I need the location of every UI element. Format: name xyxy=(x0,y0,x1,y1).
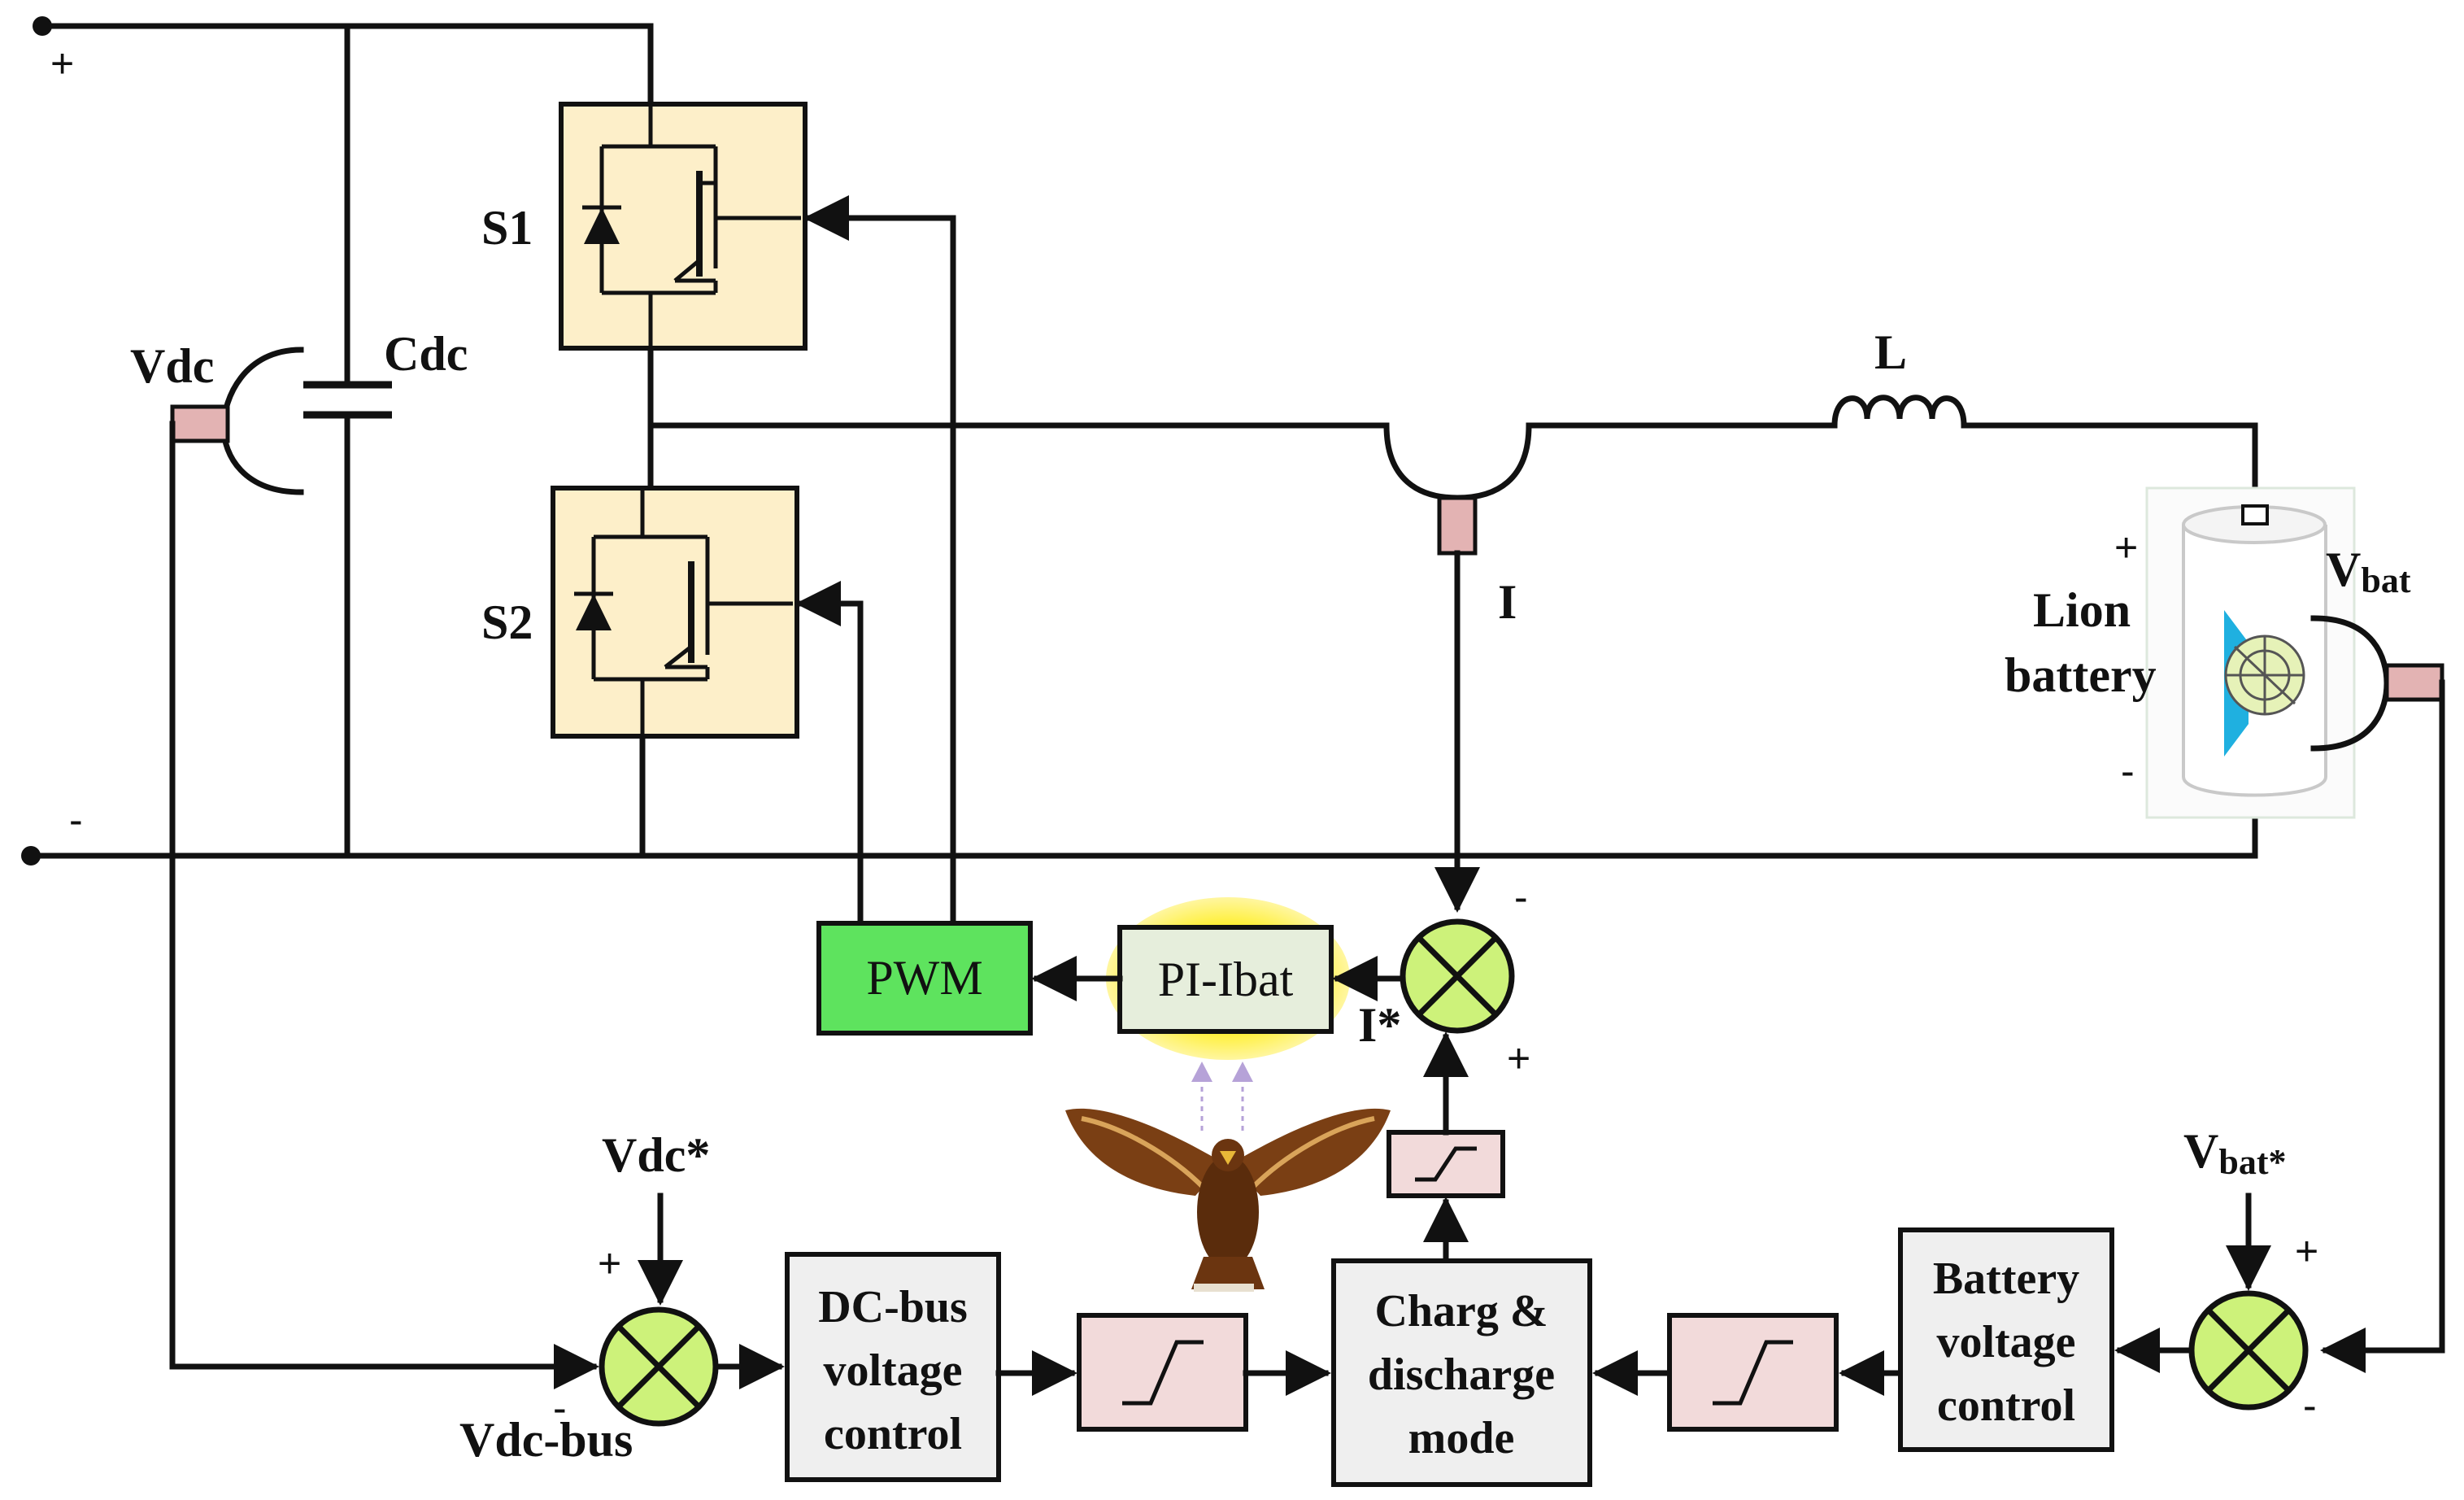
bottom-minus-sign: - xyxy=(69,797,83,843)
dc-ctrl-line3: control xyxy=(824,1409,962,1459)
vdc-label: Vdc xyxy=(130,339,214,393)
current-sensor-icon xyxy=(1383,422,1532,913)
battery-minus-sign: - xyxy=(2121,748,2135,794)
vbat-star-label: Vbat* xyxy=(2183,1124,2286,1182)
battery-voltage-control-block: Battery voltage control xyxy=(1898,1227,2114,1452)
s1-label: S1 xyxy=(481,201,533,255)
bat-summer-plus: + xyxy=(2295,1228,2318,1274)
current-label: I xyxy=(1498,575,1517,629)
dc-summer-plus: + xyxy=(598,1241,621,1286)
capacitor-icon xyxy=(303,381,392,471)
bat-summer-minus: - xyxy=(2303,1383,2317,1428)
current-summer-minus: - xyxy=(1514,874,1528,920)
inductor-icon xyxy=(1831,395,1967,429)
battery-icon xyxy=(2145,486,2356,819)
dc-summer-minus: - xyxy=(553,1385,567,1431)
current-summer-plus: + xyxy=(1507,1036,1530,1081)
gate-drive-wiring xyxy=(795,195,956,927)
bat-ctrl-line3: control xyxy=(1937,1380,2075,1431)
current-limiter-block xyxy=(1387,1130,1505,1198)
cdc-label: Cdc xyxy=(384,327,468,381)
mode-line2: discharge xyxy=(1368,1350,1555,1400)
eagle-icon xyxy=(1065,1062,1391,1292)
inductor-label: L xyxy=(1874,325,1907,379)
charge-discharge-mode-block: Charg & discharge mode xyxy=(1331,1258,1592,1487)
dc-limiter-block xyxy=(1077,1313,1248,1432)
vdc-sensor-icon xyxy=(169,347,304,1370)
bat-ctrl-line2: voltage xyxy=(1936,1317,2075,1367)
vbat-label: Vbat xyxy=(2326,543,2411,600)
dc-summer xyxy=(599,1306,719,1427)
current-summer xyxy=(1400,918,1515,1034)
pi-ibat-label: PI-Ibat xyxy=(1158,953,1294,1006)
battery-label-line2: battery xyxy=(2005,648,2157,702)
mode-line1: Charg & xyxy=(1374,1286,1548,1336)
dc-bus-wiring xyxy=(21,16,2258,866)
dc-ctrl-line1: DC-bus xyxy=(818,1282,968,1332)
i-star-label: I* xyxy=(1358,998,1401,1052)
vdc-bus-label: Vdc-bus xyxy=(459,1413,633,1467)
pwm-label: PWM xyxy=(866,951,982,1005)
bat-ctrl-line1: Battery xyxy=(1933,1254,2079,1304)
vdc-star-label: Vdc* xyxy=(602,1128,710,1182)
igbt-s2-icon xyxy=(551,486,799,739)
battery-plus-sign: + xyxy=(2114,525,2138,570)
top-plus-sign: + xyxy=(50,41,74,86)
mode-line3: mode xyxy=(1408,1413,1515,1463)
battery-summer xyxy=(2188,1290,2309,1411)
vbat-sensor-icon xyxy=(2310,615,2445,1373)
dc-ctrl-line2: voltage xyxy=(823,1345,962,1396)
pi-ibat-block: PI-Ibat xyxy=(1106,897,1350,1060)
s2-label: S2 xyxy=(481,595,533,649)
battery-limiter-block xyxy=(1667,1313,1839,1432)
pwm-block: PWM xyxy=(816,921,1033,1036)
dc-bus-voltage-control-block: DC-bus voltage control xyxy=(785,1252,1001,1482)
igbt-s1-icon xyxy=(559,102,808,351)
battery-label-line1: Lion xyxy=(2033,583,2131,637)
